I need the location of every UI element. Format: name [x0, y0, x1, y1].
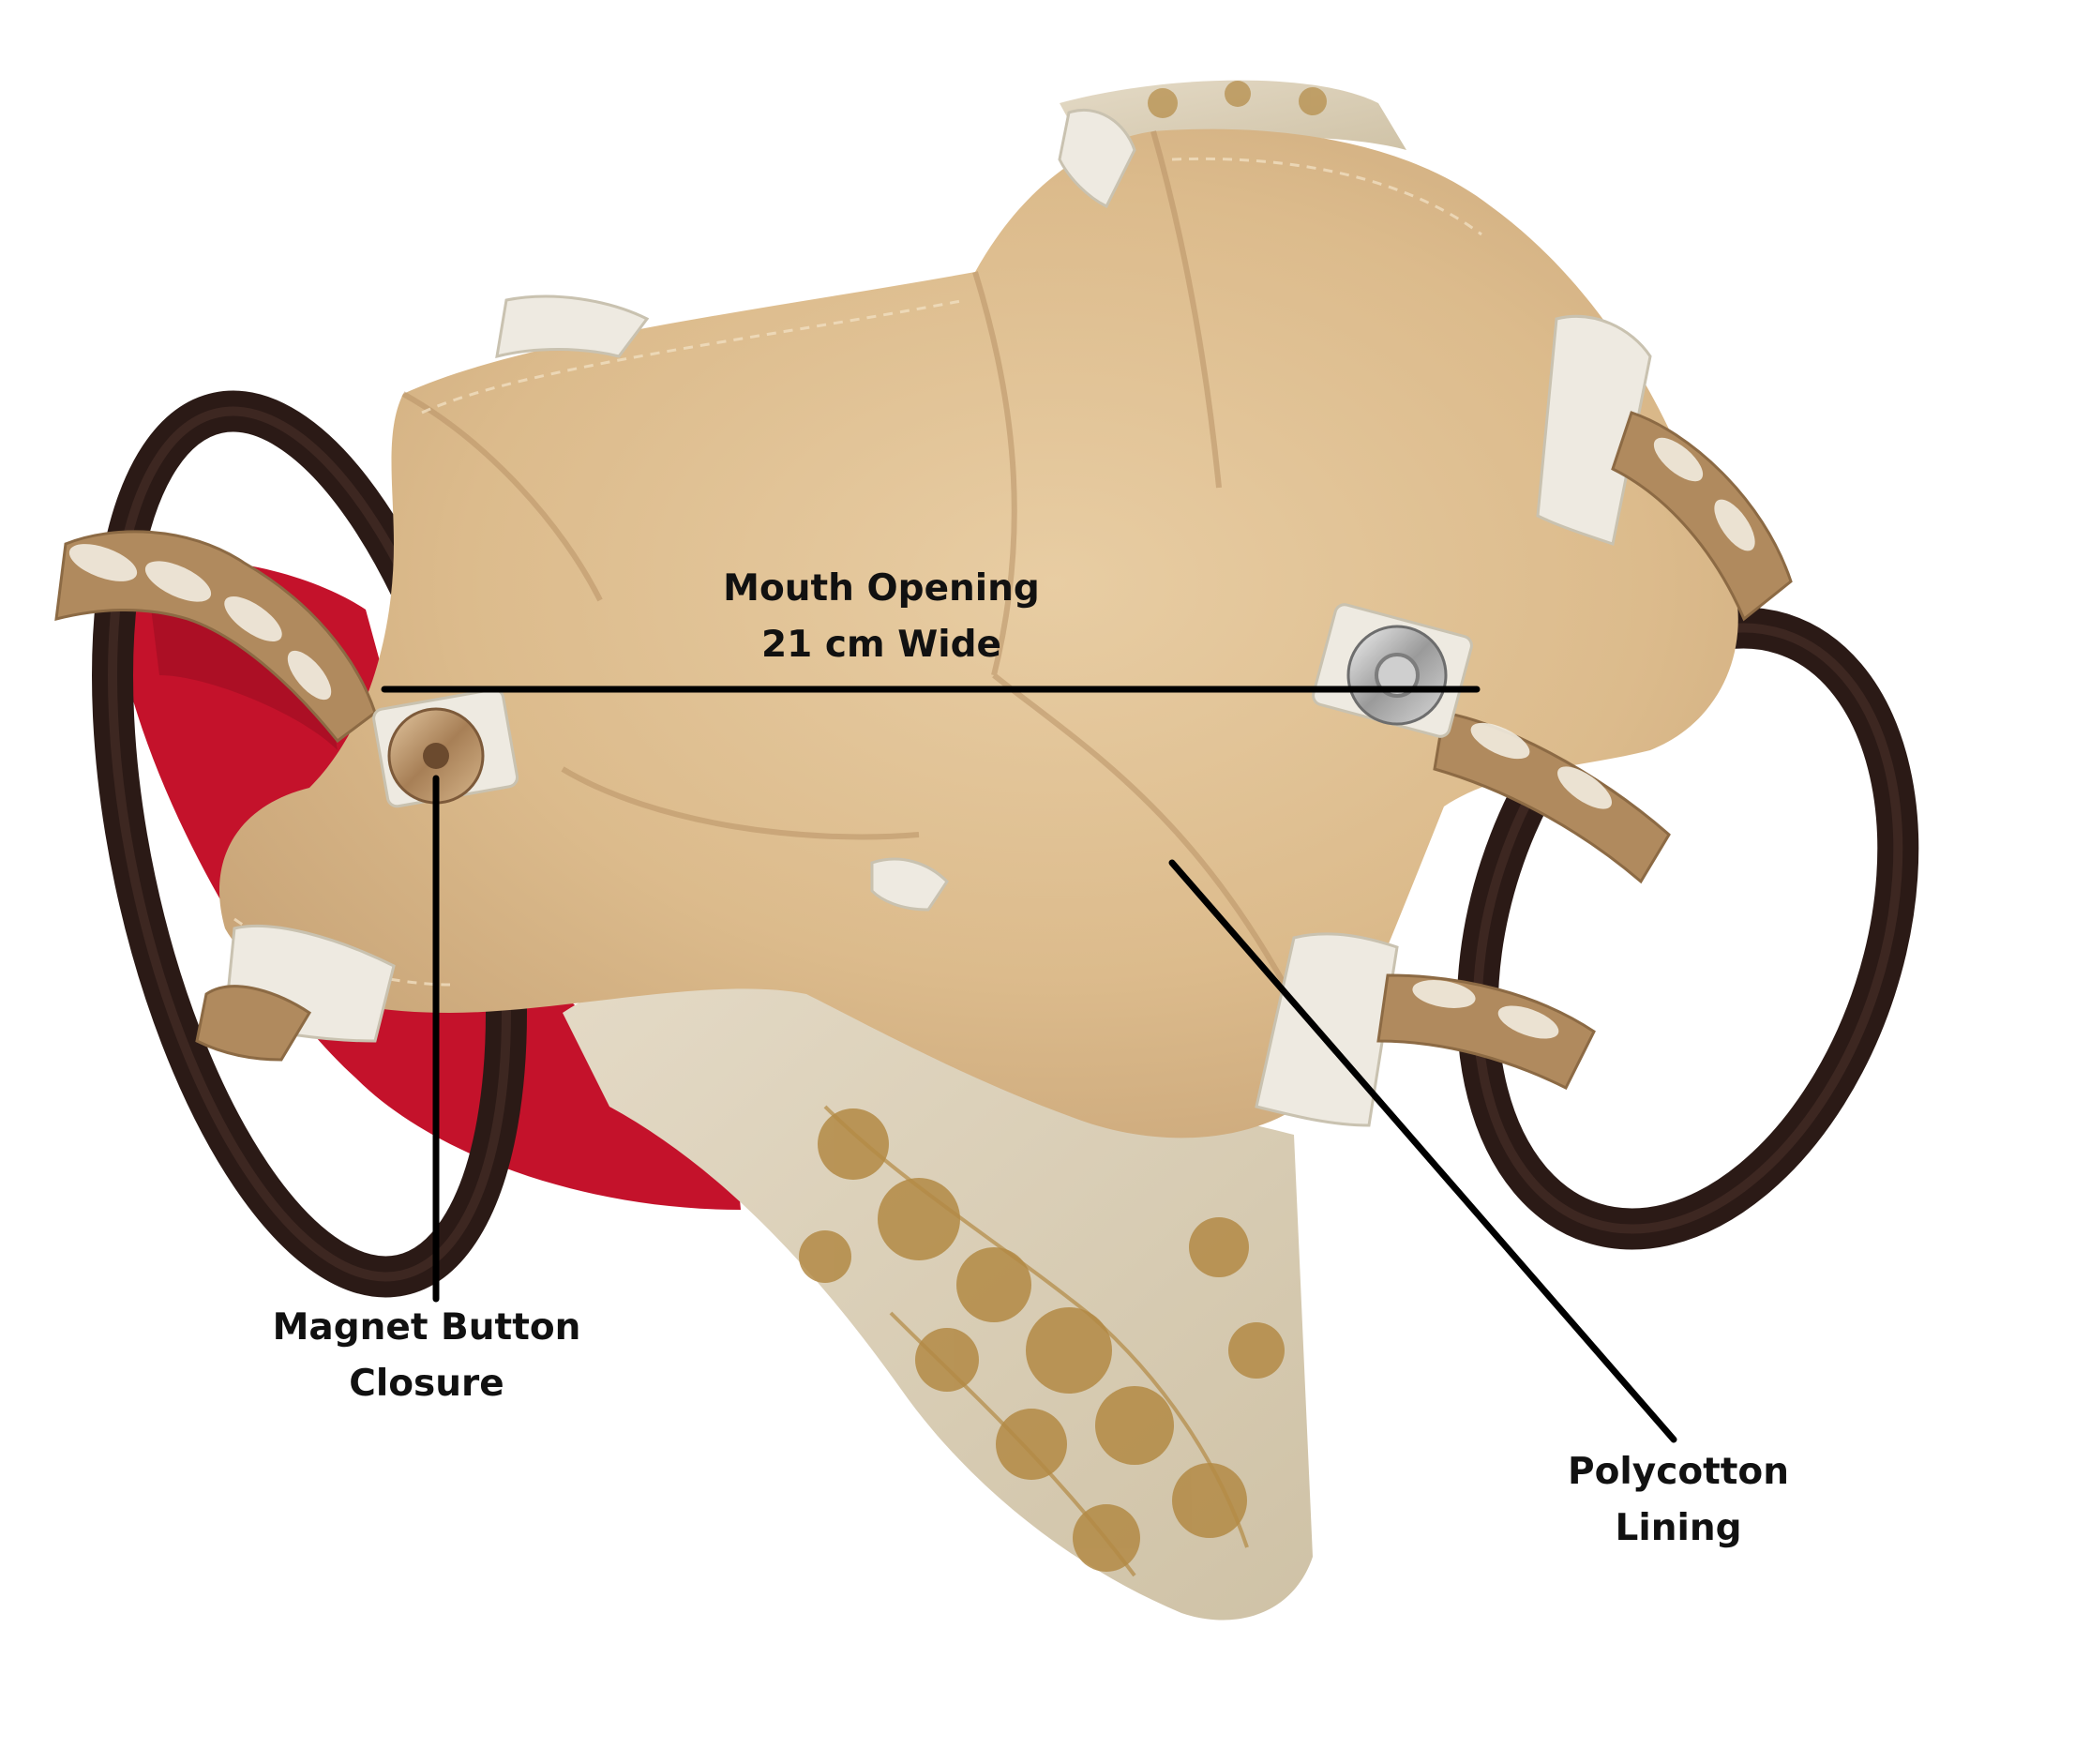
- mouth-opening-label-line1: Mouth Opening: [723, 567, 1040, 610]
- mouth-opening-label-line2: 21 cm Wide: [761, 624, 1001, 666]
- magnet-button-label: Magnet Button Closure: [267, 1300, 586, 1412]
- lining-label-line2: Lining: [1615, 1507, 1742, 1549]
- polycotton-lining: [219, 128, 1738, 1138]
- ribbon-tab: [870, 857, 949, 912]
- lining-label-line1: Polycotton: [1568, 1451, 1789, 1493]
- mouth-opening-label: Mouth Opening 21 cm Wide: [713, 561, 1050, 673]
- ribbon-tab: [1058, 108, 1136, 209]
- ribbon-tab: [495, 294, 650, 359]
- leader-lines: [381, 686, 1677, 1443]
- magnet-button-bronze: [372, 687, 519, 808]
- lining-line: [1168, 859, 1677, 1443]
- ribbon-tab: [1536, 314, 1652, 546]
- magnet-button-silver: [1312, 603, 1473, 738]
- magnet-button-label-line1: Magnet Button: [272, 1306, 581, 1349]
- lining-label: Polycotton Lining: [1538, 1444, 1819, 1557]
- magnet-button-label-line2: Closure: [349, 1363, 504, 1405]
